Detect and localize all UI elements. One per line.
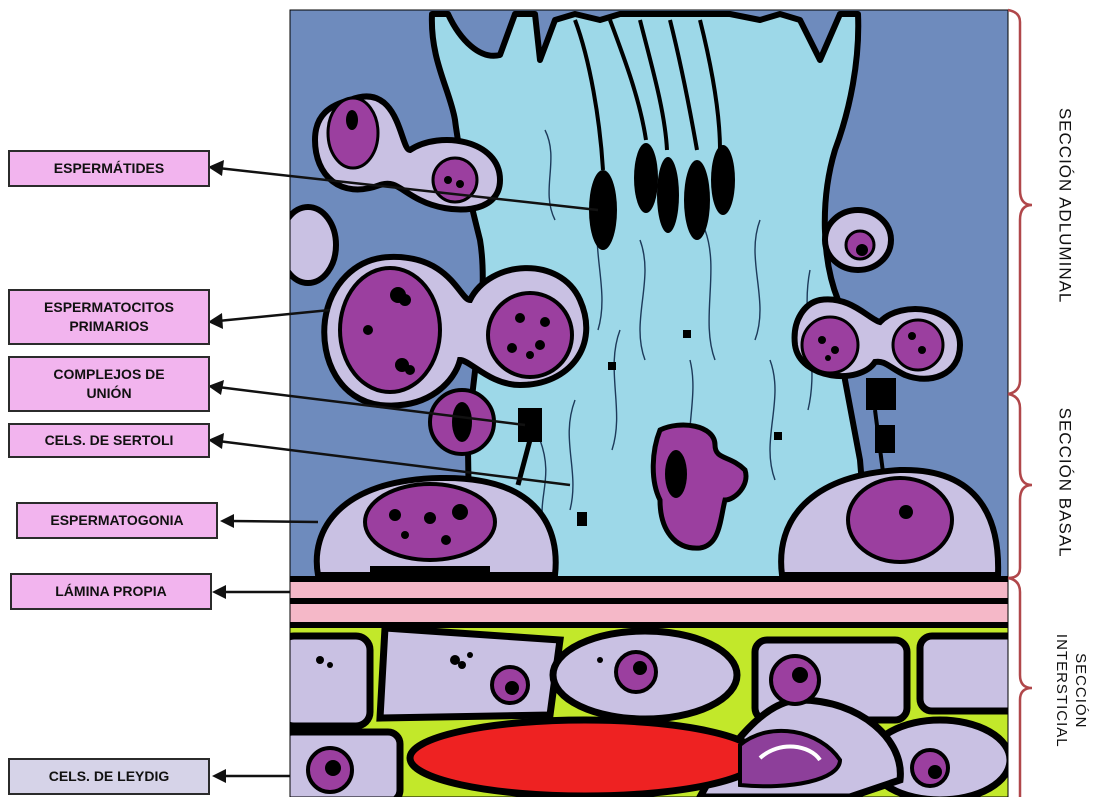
label-text-line2: PRIMARIOS bbox=[69, 317, 148, 336]
section-adluminal-text: SECCIÓN ADLUMINAL bbox=[1056, 108, 1075, 304]
section-intersticial-line2: INTERSTICIAL bbox=[1051, 631, 1070, 751]
label-espermatides: ESPERMÁTIDES bbox=[8, 150, 210, 187]
label-text: CELS. DE SERTOLI bbox=[45, 431, 174, 450]
section-adluminal: SECCIÓN ADLUMINAL bbox=[1054, 106, 1075, 306]
label-text: ESPERMÁTIDES bbox=[54, 159, 164, 178]
label-text-line2: UNIÓN bbox=[86, 384, 131, 403]
section-basal-text: SECCIÓN BASAL bbox=[1056, 408, 1075, 558]
section-basal: SECCIÓN BASAL bbox=[1054, 408, 1075, 558]
label-text: LÁMINA PROPIA bbox=[55, 582, 166, 601]
blood-vessel bbox=[410, 720, 760, 796]
label-espermatogonia: ESPERMATOGONIA bbox=[16, 502, 218, 539]
basement-membrane bbox=[290, 576, 1008, 582]
label-lamina-propia: LÁMINA PROPIA bbox=[10, 573, 212, 610]
label-text-line1: COMPLEJOS DE bbox=[53, 365, 164, 384]
section-intersticial-line1: SECCIÓN bbox=[1070, 631, 1089, 751]
label-espermatocitos-primarios: ESPERMATOCITOS PRIMARIOS bbox=[8, 289, 210, 345]
label-cels-de-leydig: CELS. DE LEYDIG bbox=[8, 758, 210, 795]
label-text: CELS. DE LEYDIG bbox=[49, 767, 170, 786]
section-intersticial: SECCIÓN INTERSTICIAL bbox=[1051, 631, 1089, 751]
section-brackets bbox=[1008, 10, 1032, 797]
label-text-line1: ESPERMATOCITOS bbox=[44, 298, 174, 317]
label-complejos-de-union: COMPLEJOS DE UNIÓN bbox=[8, 356, 210, 412]
label-text: ESPERMATOGONIA bbox=[50, 511, 183, 530]
label-cels-de-sertoli: CELS. DE SERTOLI bbox=[8, 423, 210, 458]
